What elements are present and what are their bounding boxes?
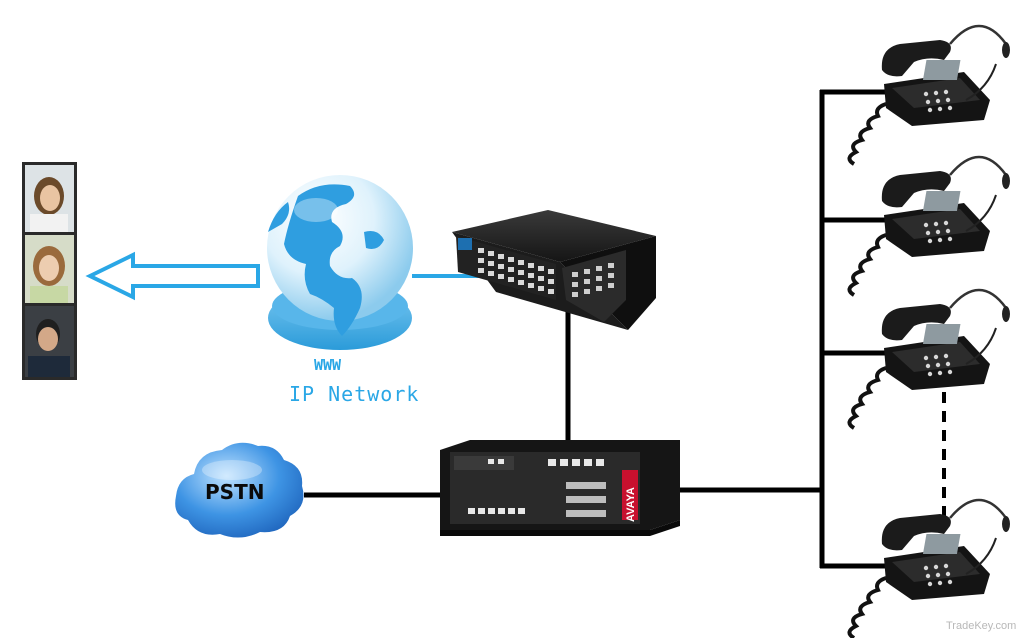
cloud-icon [175,442,304,538]
telephone-1 [847,24,1012,166]
telephone-3 [847,288,1012,430]
ip-network-label: IP Network [289,382,420,406]
user-photo-woman-1 [25,165,74,232]
www-label: WWW [314,356,342,374]
pbx-server-icon: AVAYA [440,440,680,536]
user-photo-man [25,306,74,377]
phone-bus [819,89,896,569]
globe-icon [267,175,413,350]
arrow-left-icon [85,251,260,301]
network-switch-icon [452,210,656,330]
watermark: TradeKey.com [946,620,1017,632]
telephone-2 [847,155,1012,297]
users-photo-panel [22,162,77,380]
telephone-4 [847,498,1012,638]
user-photo-woman-2 [25,235,74,303]
pbx-brand-label: AVAYA [625,487,637,522]
pstn-label: PSTN [205,480,265,504]
